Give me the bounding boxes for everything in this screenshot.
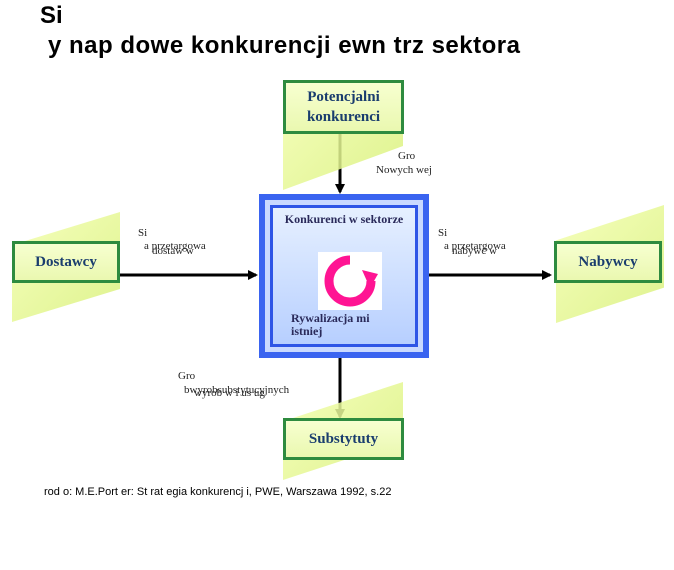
center-node: Konkurenci w sektorze Rywalizacja mi ist… [259, 194, 429, 358]
label-suppliers-3: dostaw w [152, 245, 194, 257]
node-potential-competitors: Potencjalni konkurenci [283, 80, 404, 134]
center-bottom-text: Rywalizacja mi istniej [291, 311, 370, 338]
label-new-entrants-2: Nowych wej [376, 164, 432, 176]
node-substitutes: Substytuty [283, 418, 404, 460]
label-substitutes-1: Gro [178, 370, 196, 382]
label-buyers-1: Si [438, 227, 448, 239]
label-suppliers-1: Si [138, 227, 148, 239]
label-suppliers-2: a przetargowa [144, 240, 206, 252]
label-substitutes-3: wyrob w i us ug [194, 387, 265, 399]
center-inner: Konkurenci w sektorze Rywalizacja mi ist… [270, 205, 418, 347]
label-substitutes-2: bwyrobsubstytucyjnych [184, 384, 290, 396]
label-new-entrants-1: Gro [398, 150, 416, 162]
center-title: Konkurenci w sektorze [284, 212, 404, 226]
center-frame: Konkurenci w sektorze Rywalizacja mi ist… [265, 200, 423, 352]
title-line-1: Si [40, 2, 63, 29]
circular-arrow-icon [318, 252, 382, 310]
source-citation: rod o: M.E.Port er: St rat egia konkuren… [44, 486, 392, 498]
label-buyers-2: a przetargowa [444, 240, 506, 252]
node-buyers: Nabywcy [554, 241, 662, 283]
title-line-2: y nap dowe konkurencji ewn trz sektora [48, 32, 521, 59]
label-buyers-3: nabywc w [452, 245, 497, 257]
node-suppliers: Dostawcy [12, 241, 120, 283]
